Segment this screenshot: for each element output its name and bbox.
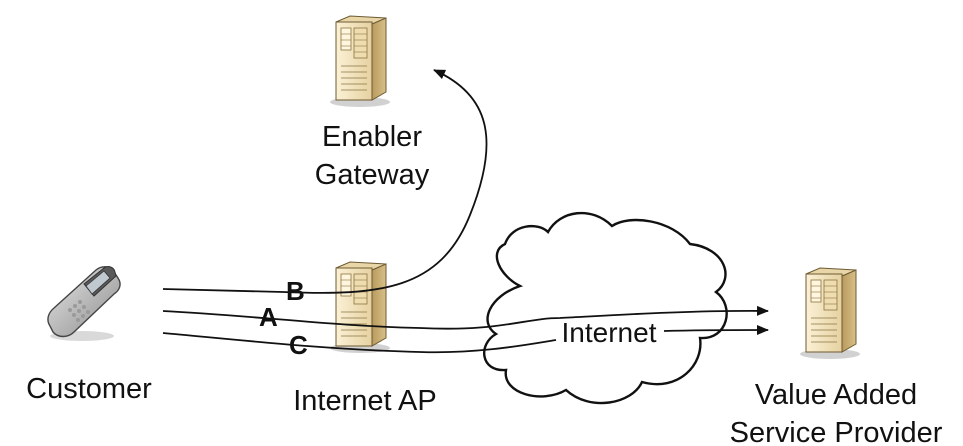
path-label-b: B — [286, 276, 305, 306]
vasp-label-line2: Service Provider — [730, 417, 943, 446]
path-c-line-2 — [663, 325, 769, 336]
internet-ap-server-icon — [329, 261, 391, 354]
enabler-gateway-label-line1: Enabler — [322, 121, 422, 153]
vasp-label-line1: Value Added — [755, 379, 917, 411]
enabler-gateway-label-line2: Gateway — [315, 159, 430, 191]
customer-label: Customer — [26, 373, 152, 405]
path-label-a: A — [259, 302, 278, 332]
path-b-line — [162, 69, 488, 294]
internet-ap-label: Internet AP — [293, 385, 437, 417]
path-label-c: C — [289, 330, 308, 360]
path-c-line — [162, 332, 557, 354]
path-a-line — [162, 305, 769, 330]
enabler-gateway-server-icon — [329, 15, 391, 108]
mobile-phone-icon — [47, 266, 121, 341]
vasp-server-icon — [799, 267, 861, 360]
internet-cloud — [483, 211, 728, 405]
cloud-label: Internet — [562, 317, 657, 348]
